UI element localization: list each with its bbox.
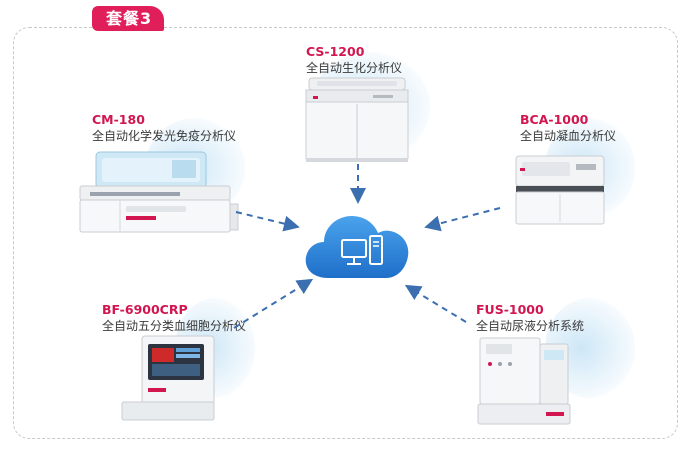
fus1000-analyzer-image [477,337,571,425]
bca1000-analyzer-image [515,155,605,225]
device-description: 全自动凝血分析仪 [520,129,617,143]
bf6900crp-analyzer-image [121,335,215,421]
device-label-cs1200: CS-1200 全自动生化分析仪 [306,44,402,76]
arrow-bf6900crp [233,278,314,329]
arrow-cm180 [235,211,300,232]
device-model: CS-1200 [306,44,365,59]
device-description: 全自动尿液分析系统 [476,319,585,333]
device-model: CM-180 [92,112,145,127]
cs1200-analyzer-image [305,77,409,162]
device-model: BCA-1000 [520,112,589,127]
cloud-computer-icon [302,206,414,284]
device-label-bca1000: BCA-1000 全自动凝血分析仪 [520,112,616,144]
device-model: BF-6900CRP [102,302,188,317]
device-label-bf6900crp: BF-6900CRP 全自动五分类血细胞分析仪 [102,302,246,334]
device-description: 全自动五分类血细胞分析仪 [102,319,247,333]
package-badge: 套餐3 [92,6,165,31]
cm180-analyzer-image [79,151,239,233]
device-description: 全自动化学发光免疫分析仪 [92,129,237,143]
device-label-cm180: CM-180 全自动化学发光免疫分析仪 [92,112,236,144]
device-description: 全自动生化分析仪 [306,61,403,75]
device-label-fus1000: FUS-1000 全自动尿液分析系统 [476,302,584,334]
arrow-bca1000 [424,207,501,232]
arrow-fus1000 [404,284,467,323]
package-frame [13,27,678,439]
device-model: FUS-1000 [476,302,544,317]
